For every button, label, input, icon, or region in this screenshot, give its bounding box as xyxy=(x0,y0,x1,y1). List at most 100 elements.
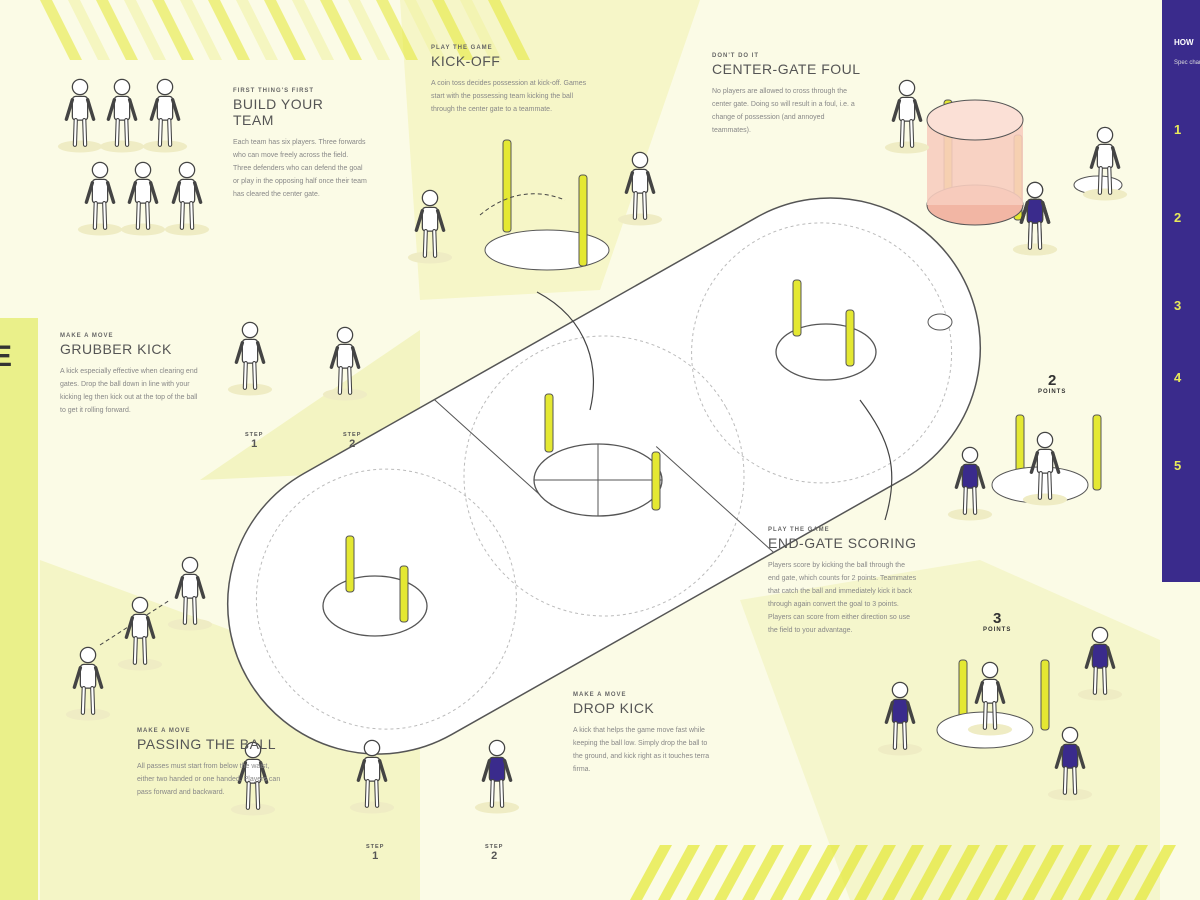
shadow xyxy=(164,223,210,236)
gate-post xyxy=(792,279,802,337)
section-kick-off: Play the game KICK-OFF A coin toss decid… xyxy=(431,45,591,116)
stripe xyxy=(658,845,700,900)
player-figure xyxy=(57,78,103,153)
gate-circle-left xyxy=(322,575,428,637)
arms xyxy=(64,98,96,122)
shadow xyxy=(877,743,923,756)
shadow xyxy=(322,388,368,401)
arms xyxy=(124,616,156,640)
shadow xyxy=(1077,688,1123,701)
player-figure xyxy=(474,739,520,814)
arms xyxy=(72,666,104,690)
stripe xyxy=(686,845,728,900)
stripe xyxy=(1022,845,1064,900)
stripe xyxy=(854,845,896,900)
shadow xyxy=(884,141,930,154)
arms xyxy=(1089,146,1121,170)
legs-fill xyxy=(73,119,87,146)
legs-fill xyxy=(243,362,257,389)
legs-fill xyxy=(158,119,172,146)
stripe xyxy=(1050,845,1092,900)
torso xyxy=(241,338,259,364)
stripe xyxy=(96,0,138,60)
arms xyxy=(1054,746,1086,770)
stripe xyxy=(798,845,840,900)
torso xyxy=(961,463,979,489)
section-end-gate-scoring: Play the game END-GATE SCORING Players s… xyxy=(768,527,918,637)
legs-fill xyxy=(93,202,107,229)
body-text: A coin toss decides possession at kick-o… xyxy=(431,80,587,113)
head xyxy=(241,321,259,339)
end-zone-right xyxy=(691,222,953,484)
torso xyxy=(113,95,131,121)
stripe xyxy=(152,0,194,60)
gate-post xyxy=(651,451,661,511)
head xyxy=(891,681,909,699)
shadow xyxy=(1082,188,1128,201)
step-number: 3 xyxy=(1174,298,1182,313)
pass-arrow-icon xyxy=(479,193,566,216)
player-figure xyxy=(230,741,276,816)
shadow xyxy=(617,213,663,226)
shadow xyxy=(407,251,453,264)
shadow xyxy=(65,708,111,721)
body-text: All passes must start from below the wai… xyxy=(137,763,281,796)
points-text: POINTS xyxy=(1038,389,1067,395)
stripe xyxy=(826,845,868,900)
shadow xyxy=(99,140,145,153)
stripe xyxy=(432,0,474,60)
heading: BUILD YOUR TEAM xyxy=(233,96,324,128)
head xyxy=(1096,126,1114,144)
player-figure xyxy=(227,321,273,396)
stripe xyxy=(320,0,362,60)
head xyxy=(156,78,174,96)
stripe xyxy=(208,0,250,60)
player-figure xyxy=(407,189,453,264)
section-drop-kick: Make a move DROP KICK A kick that helps … xyxy=(573,692,713,776)
legs-fill xyxy=(1028,222,1042,249)
head xyxy=(981,661,999,679)
heading: END-GATE SCORING xyxy=(768,535,917,551)
head xyxy=(488,739,506,757)
body-text: A kick especially effective when clearin… xyxy=(60,368,198,414)
player-figure xyxy=(1077,626,1123,701)
body-text: A kick that helps the game move fast whi… xyxy=(573,727,710,773)
head xyxy=(244,741,262,759)
player-figure xyxy=(164,161,210,236)
shadow xyxy=(167,618,213,631)
gate-post xyxy=(1092,414,1102,491)
points-text: POINTS xyxy=(983,627,1012,633)
torso xyxy=(178,178,196,204)
shadow xyxy=(474,801,520,814)
shadow xyxy=(57,140,103,153)
stripe xyxy=(348,0,390,60)
player-figure xyxy=(142,78,188,153)
torso xyxy=(631,168,649,194)
step-label: STEP xyxy=(485,844,504,850)
heading: PASSING THE BALL xyxy=(137,736,276,752)
kicker: Make a move xyxy=(137,728,191,734)
shadow xyxy=(1022,493,1068,506)
player-figure xyxy=(1047,726,1093,801)
shadow xyxy=(117,658,163,671)
torso xyxy=(421,206,439,232)
arms xyxy=(174,576,206,600)
arms xyxy=(127,181,159,205)
head xyxy=(113,78,131,96)
arms xyxy=(106,98,138,122)
legs-fill xyxy=(81,687,95,714)
head xyxy=(178,161,196,179)
step-label: STEP xyxy=(343,432,362,438)
stripe xyxy=(264,0,306,60)
torso xyxy=(134,178,152,204)
kickoff-circle xyxy=(484,229,610,271)
arms xyxy=(1084,646,1116,670)
head xyxy=(961,446,979,464)
arms xyxy=(234,341,266,365)
arms xyxy=(149,98,181,122)
head xyxy=(421,189,439,207)
player-figure xyxy=(1012,181,1058,256)
left-info-panel: E xyxy=(0,318,38,900)
player-figure xyxy=(967,661,1013,736)
torso xyxy=(363,756,381,782)
